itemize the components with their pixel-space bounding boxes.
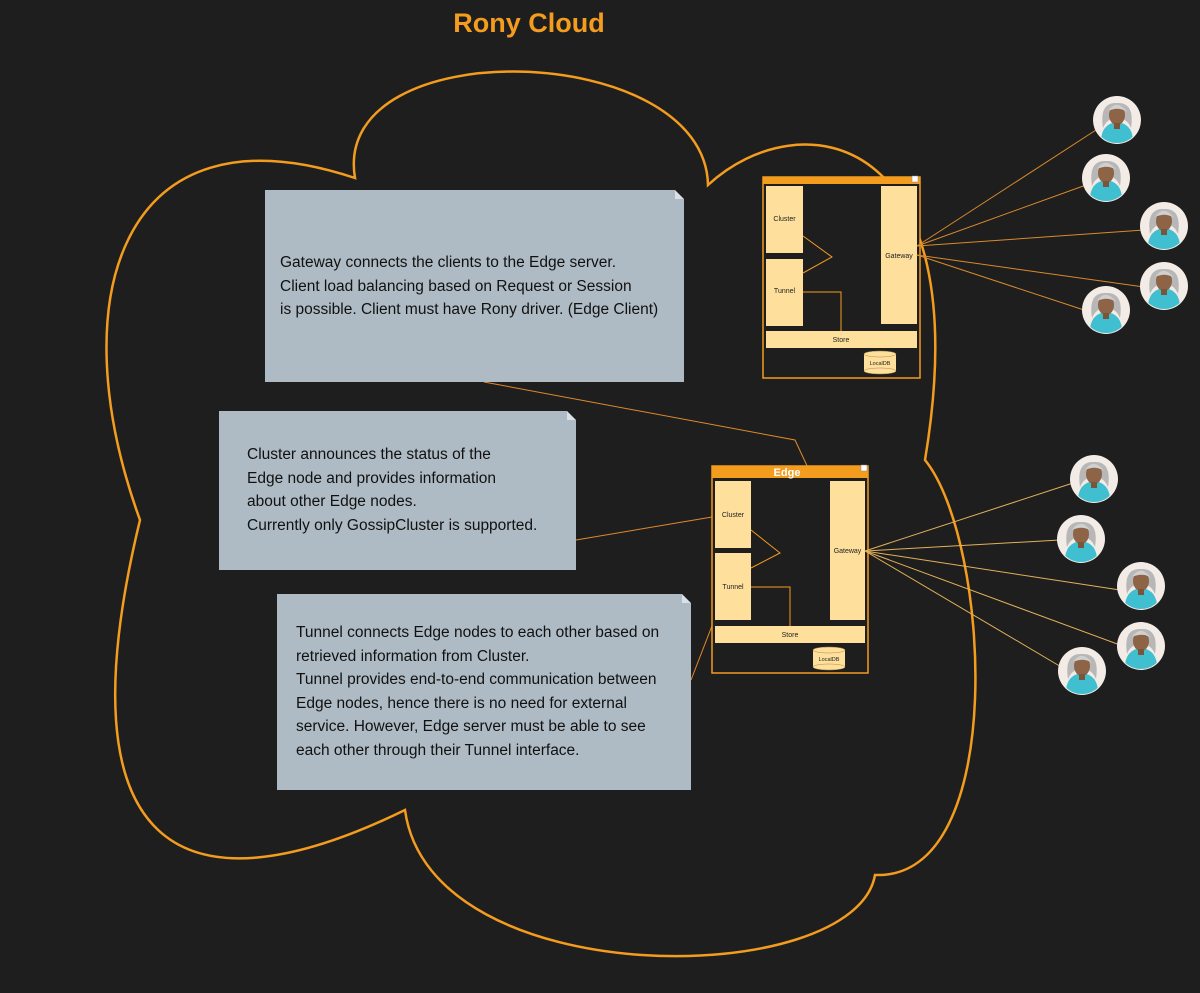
edge-top-store-label: Store bbox=[833, 337, 850, 344]
client-avatar-icon bbox=[1082, 154, 1130, 202]
edge-bottom-gateway-label: Gateway bbox=[834, 548, 862, 555]
note-cluster-line: about other Edge nodes. bbox=[247, 493, 417, 510]
note-cluster: Cluster announces the status of the Edge… bbox=[219, 411, 576, 570]
edge-bottom-cluster-label: Cluster bbox=[722, 512, 745, 519]
edge-top-store-box bbox=[766, 331, 917, 348]
note-cluster-line: Currently only GossipCluster is supporte… bbox=[247, 516, 538, 534]
client-avatar-icon bbox=[1058, 647, 1106, 695]
client-avatar-icon bbox=[1082, 286, 1130, 334]
edge-top-tunnel-box bbox=[766, 259, 803, 326]
edge-top-tunnel-label: Tunnel bbox=[774, 288, 796, 295]
note-tunnel-line: Edge nodes, hence there is no need for e… bbox=[296, 694, 627, 712]
client-links-bottom bbox=[864, 482, 1121, 669]
cloud-outline bbox=[105, 70, 977, 958]
note-gateway-line: Client load balancing based on Request o… bbox=[280, 277, 632, 295]
note-tunnel-line: Tunnel connects Edge nodes to each other… bbox=[296, 624, 660, 641]
connector-cluster-note bbox=[575, 516, 713, 541]
edge-bottom-tunnel-box bbox=[715, 553, 751, 620]
note-cluster-line: Cluster announces the status of the bbox=[247, 446, 491, 463]
client-avatar-icon bbox=[1070, 455, 1118, 503]
diagram-title: Rony Cloud bbox=[453, 8, 605, 38]
edge-top-gateway-box bbox=[881, 186, 917, 324]
note-fold-icon bbox=[675, 190, 684, 199]
client-avatar-icon bbox=[1140, 202, 1188, 250]
edge-top-localdb: LocalDB bbox=[863, 350, 897, 375]
note-cluster-line: Edge node and provides information bbox=[247, 469, 497, 487]
client-avatar-icon bbox=[1140, 262, 1188, 310]
edge-bottom-minimize-icon[interactable] bbox=[860, 464, 868, 472]
note-gateway: Gateway connects the clients to the Edge… bbox=[265, 190, 684, 382]
client-avatar-icon bbox=[1117, 562, 1165, 610]
note-fold-icon bbox=[682, 594, 691, 603]
svg-text:LocalDB: LocalDB bbox=[870, 361, 891, 367]
note-gateway-line: is possible. Client must have Rony drive… bbox=[280, 301, 659, 318]
client-avatar-icon bbox=[1057, 515, 1105, 563]
client-avatar-icon bbox=[1117, 622, 1165, 670]
edge-node-bottom: Edge Cluster Tunnel Gateway Store LocalD… bbox=[711, 464, 869, 674]
edge-bottom-cluster-box bbox=[715, 481, 751, 548]
edge-bottom-store-box bbox=[715, 626, 865, 643]
edge-top-cluster-label: Cluster bbox=[773, 216, 796, 223]
edge-bottom-gateway-box bbox=[830, 481, 865, 620]
client-links-top bbox=[916, 129, 1145, 311]
note-tunnel-line: Tunnel provides end-to-end communication… bbox=[296, 671, 657, 688]
note-tunnel-line: each other through their Tunnel interfac… bbox=[296, 741, 580, 759]
edge-top-cluster-box bbox=[766, 186, 803, 253]
edge-bottom-tunnel-label: Tunnel bbox=[722, 584, 744, 591]
note-tunnel-line: retrieved information from Cluster. bbox=[296, 647, 530, 665]
edge-bottom-store-label: Store bbox=[782, 632, 799, 639]
client-avatar-icon bbox=[1093, 96, 1141, 144]
edge-top-minimize-icon[interactable] bbox=[911, 175, 919, 183]
edge-node-top: Cluster Tunnel Gateway Store LocalDB bbox=[762, 175, 921, 379]
edge-bottom-title: Edge bbox=[774, 467, 801, 479]
note-tunnel-line: service. However, Edge server must be ab… bbox=[296, 718, 646, 735]
note-gateway-line: Gateway connects the clients to the Edge… bbox=[280, 254, 617, 271]
note-fold-icon bbox=[567, 411, 576, 420]
note-tunnel: Tunnel connects Edge nodes to each other… bbox=[277, 594, 691, 790]
edge-top-gateway-label: Gateway bbox=[885, 253, 913, 260]
edge-bottom-localdb: LocalDB bbox=[812, 646, 846, 671]
svg-text:LocalDB: LocalDB bbox=[819, 657, 840, 663]
